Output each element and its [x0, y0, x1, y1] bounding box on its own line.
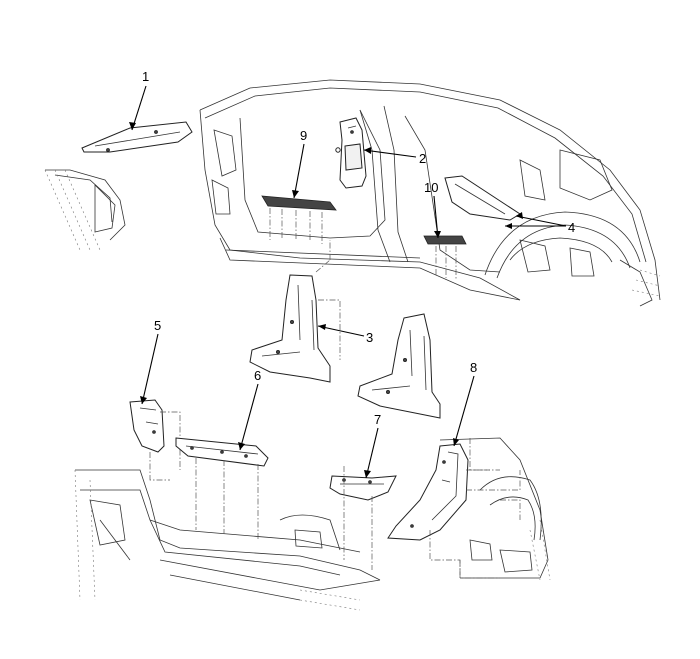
part-front-door-scuff — [261, 195, 337, 244]
part-quarter-lower-trim — [387, 443, 521, 578]
front-lower-structure — [44, 169, 126, 251]
leader-lines — [129, 85, 567, 479]
part-rear-door-scuff — [423, 235, 467, 280]
part-front-door-sill-trim — [175, 437, 269, 540]
callout-8: 8 — [470, 360, 477, 375]
callout-3: 3 — [366, 330, 373, 345]
lower-body-floor — [74, 469, 381, 611]
callout-7: 7 — [374, 412, 381, 427]
callout-numbers: 1 2 3 4 5 6 7 8 9 10 — [142, 69, 575, 427]
part-center-pillar-lower-trim-rh — [357, 313, 441, 419]
part-rear-door-sill-trim — [329, 466, 397, 570]
callout-9: 9 — [300, 128, 307, 143]
vehicle-body-side — [199, 79, 661, 307]
part-center-pillar-upper-trim — [335, 117, 367, 189]
callout-4: 4 — [568, 220, 575, 235]
part-center-pillar-lower-trim-lh — [249, 240, 341, 383]
callout-2: 2 — [419, 151, 426, 166]
part-front-pillar-trim — [81, 121, 193, 153]
callout-10: 10 — [424, 180, 438, 195]
part-rear-pillar-trim — [444, 175, 521, 221]
callout-5: 5 — [154, 318, 161, 333]
part-cowl-side-trim — [129, 399, 181, 481]
callout-6: 6 — [254, 368, 261, 383]
callout-1: 1 — [142, 69, 149, 84]
